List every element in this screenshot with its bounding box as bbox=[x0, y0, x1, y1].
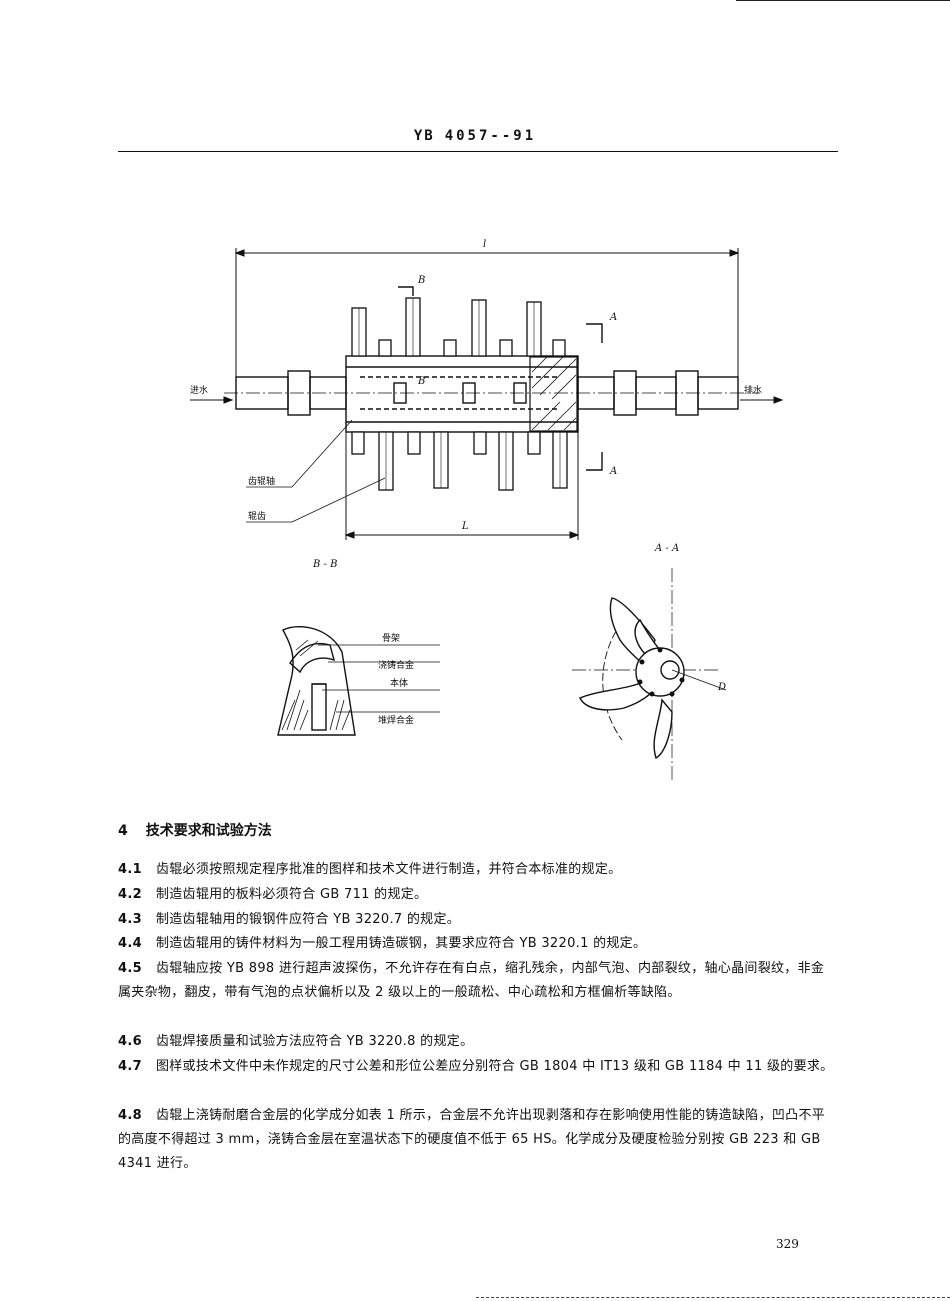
clause-text: 图样或技术文件中未作规定的尺寸公差和形位公差应分别符合 GB 1804 中 IT… bbox=[155, 1059, 834, 1074]
view-aa-title: A - A bbox=[654, 543, 679, 554]
aa-dim-D bbox=[671, 669, 727, 691]
bb-label-frame: 骨架 bbox=[382, 633, 400, 644]
clause-4-1: 4.1 齿辊必须按照规定程序批准的图样和技术文件进行制造，并符合本标准的规定。 bbox=[118, 858, 836, 882]
header-rule bbox=[118, 151, 838, 152]
aa-bolt-holes bbox=[637, 647, 685, 697]
flow-arrows bbox=[190, 396, 784, 404]
section-heading: 4 技术要求和试验方法 bbox=[118, 820, 272, 840]
clause-text: 制造齿辊轴用的锻钢件应符合 YB 3220.7 的规定。 bbox=[155, 912, 461, 927]
clause-4-3: 4.3 制造齿辊轴用的锻钢件应符合 YB 3220.7 的规定。 bbox=[118, 908, 836, 932]
clause-4-6: 4.6 齿辊焊接质量和试验方法应符合 YB 3220.8 的规定。 bbox=[118, 1030, 836, 1054]
clause-number: 4.4 bbox=[118, 936, 142, 951]
aa-outer-arc bbox=[602, 621, 623, 741]
tooth-roller-drawing: l bbox=[190, 239, 784, 780]
inlet-label: 进水 bbox=[190, 384, 208, 396]
mark-b-top: B bbox=[417, 275, 425, 286]
page-header: YB 4057--91 bbox=[0, 128, 950, 144]
clause-4-7: 4.7 图样或技术文件中未作规定的尺寸公差和形位公差应分别符合 GB 1804 中… bbox=[118, 1055, 836, 1079]
clause-text: 齿辊上浇铸耐磨合金层的化学成分如表 1 所示，合金层不允许出现剥落和存在影响使用… bbox=[118, 1108, 826, 1171]
header-code: 4057--91 bbox=[444, 128, 537, 144]
outlet-label: 排水 bbox=[744, 384, 762, 396]
dimension-l bbox=[234, 248, 740, 380]
bb-label-cast-alloy: 浇铸合金 bbox=[378, 659, 414, 671]
header-prefix: YB bbox=[413, 128, 435, 144]
dim-l-label: l bbox=[483, 239, 486, 250]
lower-teeth bbox=[351, 431, 568, 491]
mark-b-mid: B bbox=[417, 376, 425, 387]
mark-a-top: A bbox=[609, 312, 617, 323]
clause-text: 齿辊焊接质量和试验方法应符合 YB 3220.8 的规定。 bbox=[155, 1034, 474, 1049]
dimension-L bbox=[344, 432, 580, 540]
shaft-label: 齿辊轴 bbox=[248, 475, 275, 487]
dim-D-label: D bbox=[717, 682, 726, 693]
shaft-section-hatch bbox=[529, 356, 578, 432]
bb-label-weld-alloy: 堆焊合金 bbox=[378, 714, 414, 726]
clause-text: 齿辊轴应按 YB 898 进行超声波探伤，不允许存在有白点，缩孔残余，内部气泡、… bbox=[118, 961, 825, 1000]
page-number: 329 bbox=[776, 1237, 799, 1251]
dim-L-label: L bbox=[461, 521, 469, 532]
clause-number: 4.2 bbox=[118, 887, 142, 902]
clause-text: 制造齿辊用的板料必须符合 GB 711 的规定。 bbox=[155, 887, 428, 902]
top-border-line bbox=[736, 0, 950, 1]
bb-label-body: 本体 bbox=[390, 677, 408, 689]
clause-number: 4.1 bbox=[118, 862, 142, 877]
tooth-label: 辊齿 bbox=[248, 510, 266, 522]
clause-text: 制造齿辊用的铸件材料为一般工程用铸造碳钢，其要求应符合 YB 3220.1 的规… bbox=[155, 936, 647, 951]
bb-section-view bbox=[277, 626, 356, 736]
leader-lines bbox=[246, 419, 386, 523]
upper-teeth bbox=[351, 297, 566, 357]
clause-4-4: 4.4 制造齿辊用的铸件材料为一般工程用铸造碳钢，其要求应符合 YB 3220.1… bbox=[118, 932, 836, 956]
clause-text: 齿辊必须按照规定程序批准的图样和技术文件进行制造，并符合本标准的规定。 bbox=[155, 862, 622, 877]
section-title: 技术要求和试验方法 bbox=[145, 823, 272, 839]
clause-number: 4.6 bbox=[118, 1034, 142, 1049]
aa-rotor bbox=[579, 597, 685, 760]
bb-leaders bbox=[318, 644, 440, 713]
clause-4-2: 4.2 制造齿辊用的板料必须符合 GB 711 的规定。 bbox=[118, 883, 836, 907]
roller-shaft bbox=[235, 355, 739, 433]
bottom-border-line bbox=[476, 1297, 950, 1298]
section-marks bbox=[398, 286, 603, 471]
clause-number: 4.8 bbox=[118, 1108, 142, 1123]
clause-number: 4.5 bbox=[118, 961, 142, 976]
mark-a-bottom: A bbox=[609, 466, 617, 477]
clause-number: 4.3 bbox=[118, 912, 142, 927]
view-bb-title: B - B bbox=[312, 559, 337, 570]
clause-number: 4.7 bbox=[118, 1059, 142, 1074]
bb-hatch bbox=[281, 639, 351, 731]
section-number: 4 bbox=[118, 823, 128, 839]
